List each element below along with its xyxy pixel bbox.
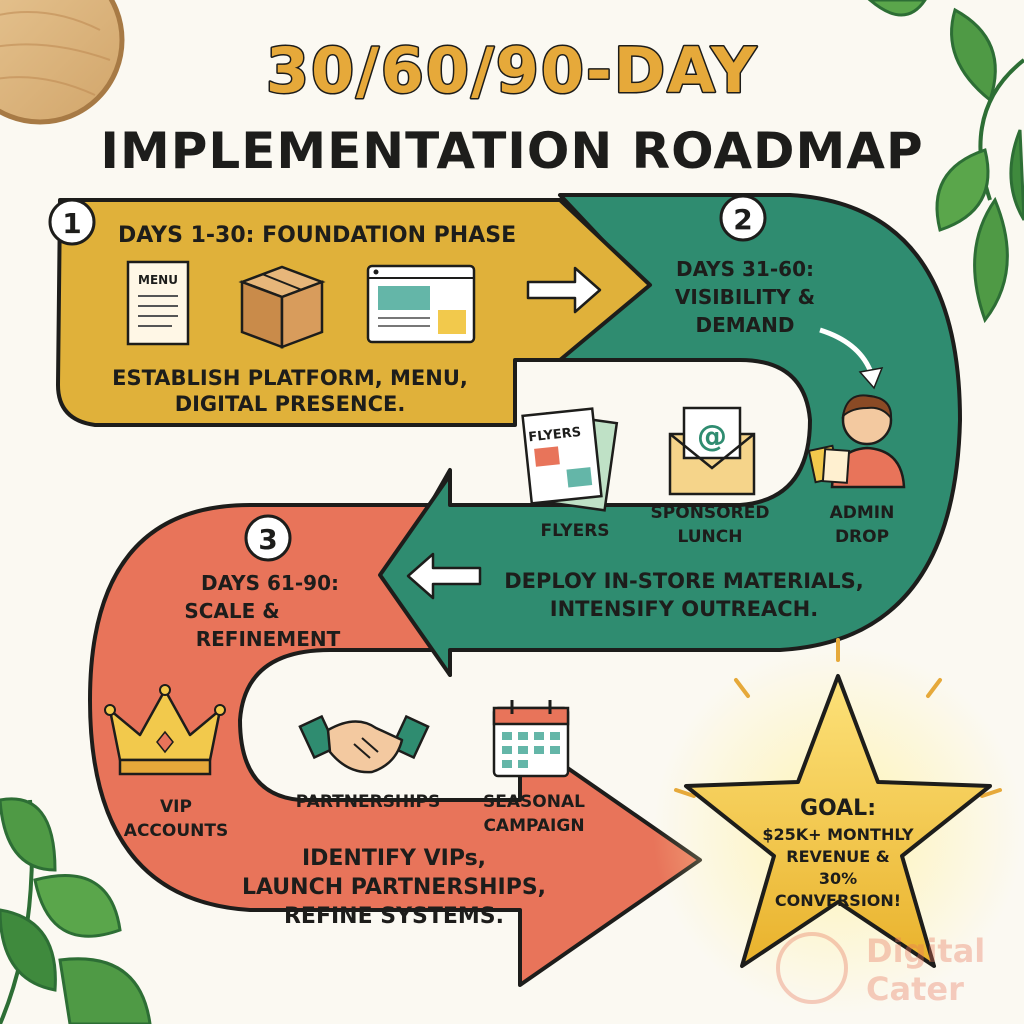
phase-2-number-badge: 2 — [719, 194, 767, 242]
envelope-email-icon: @ — [668, 406, 756, 496]
handshake-icon — [298, 714, 430, 774]
flyers-icon-text: FLYERS — [528, 425, 582, 445]
phase-3-number-badge: 3 — [244, 514, 292, 562]
curved-arrow-icon — [819, 327, 884, 390]
phase-3-band — [88, 468, 702, 987]
arrow-left-icon — [406, 552, 482, 600]
phase-3-desc-line-2: LAUNCH PARTNERSHIPS, — [242, 875, 546, 900]
phase-2-heading-line-1: DAYS 31-60: — [676, 257, 814, 281]
website-icon — [366, 264, 476, 344]
admin-drop-label-line-2: DROP — [835, 527, 889, 547]
goal-line-5: CONVERSION! — [775, 891, 901, 910]
vip-accounts-label-line-2: ACCOUNTS — [124, 821, 228, 841]
email-at-symbol: @ — [697, 419, 727, 454]
phase-1-heading: DAYS 1-30: FOUNDATION PHASE — [118, 223, 516, 248]
phase-2-heading-line-2: VISIBILITY & — [675, 285, 815, 309]
phase-1-number: 1 — [62, 207, 81, 240]
goal-line-4: 30% — [819, 869, 857, 888]
seasonal-campaign-label-line-2: CAMPAIGN — [483, 816, 584, 836]
admin-drop-label-line-1: ADMIN — [830, 503, 895, 523]
flyers-icon: FLYERS — [521, 407, 619, 512]
watermark-line-2: Cater — [866, 970, 964, 1008]
phase-3-heading-line-3: REFINEMENT — [196, 627, 341, 651]
calendar-icon — [492, 700, 570, 778]
box-icon — [238, 265, 326, 349]
person-icon — [807, 394, 906, 489]
menu-icon-label: MENU — [138, 273, 178, 287]
phase-2-number: 2 — [733, 203, 752, 236]
phase-2-band — [378, 193, 962, 677]
phase-3-heading-line-2: SCALE & — [184, 599, 279, 623]
goal-line-3: REVENUE & — [786, 847, 889, 866]
watermark-logo: Digital Cater — [776, 932, 985, 1008]
phase-2-heading-line-3: DEMAND — [696, 313, 795, 337]
phase-1-desc-line-1: ESTABLISH PLATFORM, MENU, — [112, 366, 468, 390]
vip-accounts-label-line-1: VIP — [160, 797, 192, 817]
phase-3-desc-line-3: REFINE SYSTEMS. — [284, 904, 504, 929]
phase-1-desc-line-2: DIGITAL PRESENCE. — [175, 392, 406, 416]
phase-3-desc-line-1: IDENTIFY VIPs, — [302, 846, 486, 871]
arrow-right-icon — [526, 266, 602, 314]
partnerships-label: PARTNERSHIPS — [296, 792, 440, 812]
goal-star — [653, 638, 1023, 1015]
goal-line-2: $25K+ MONTHLY — [762, 825, 914, 844]
phase-3-number: 3 — [258, 523, 277, 556]
crown-icon — [104, 684, 226, 776]
phase-2-desc-line-1: DEPLOY IN-STORE MATERIALS, — [504, 569, 864, 593]
watermark-line-1: Digital — [866, 932, 985, 970]
sponsored-lunch-label-line-2: LUNCH — [678, 527, 743, 547]
seasonal-campaign-label-line-1: SEASONAL — [483, 792, 585, 812]
phase-3-heading-line-1: DAYS 61-90: — [201, 571, 339, 595]
phase-2-desc-line-2: INTENSIFY OUTREACH. — [550, 597, 818, 621]
leaves-top-right-decoration — [867, 0, 1024, 324]
phase-1-band — [56, 198, 652, 427]
flyers-label: FLYERS — [540, 521, 609, 541]
wood-board-decoration — [0, 0, 125, 125]
phase-1-number-badge: 1 — [48, 198, 96, 246]
leaves-bottom-left-decoration — [0, 797, 152, 1024]
title-line-2: IMPLEMENTATION ROADMAP — [100, 122, 923, 180]
menu-icon: MENU — [126, 260, 190, 346]
title-line-1: 30/60/90-DAY — [266, 34, 758, 107]
sponsored-lunch-label-line-1: SPONSORED — [651, 503, 770, 523]
goal-line-1: GOAL: — [800, 796, 876, 821]
